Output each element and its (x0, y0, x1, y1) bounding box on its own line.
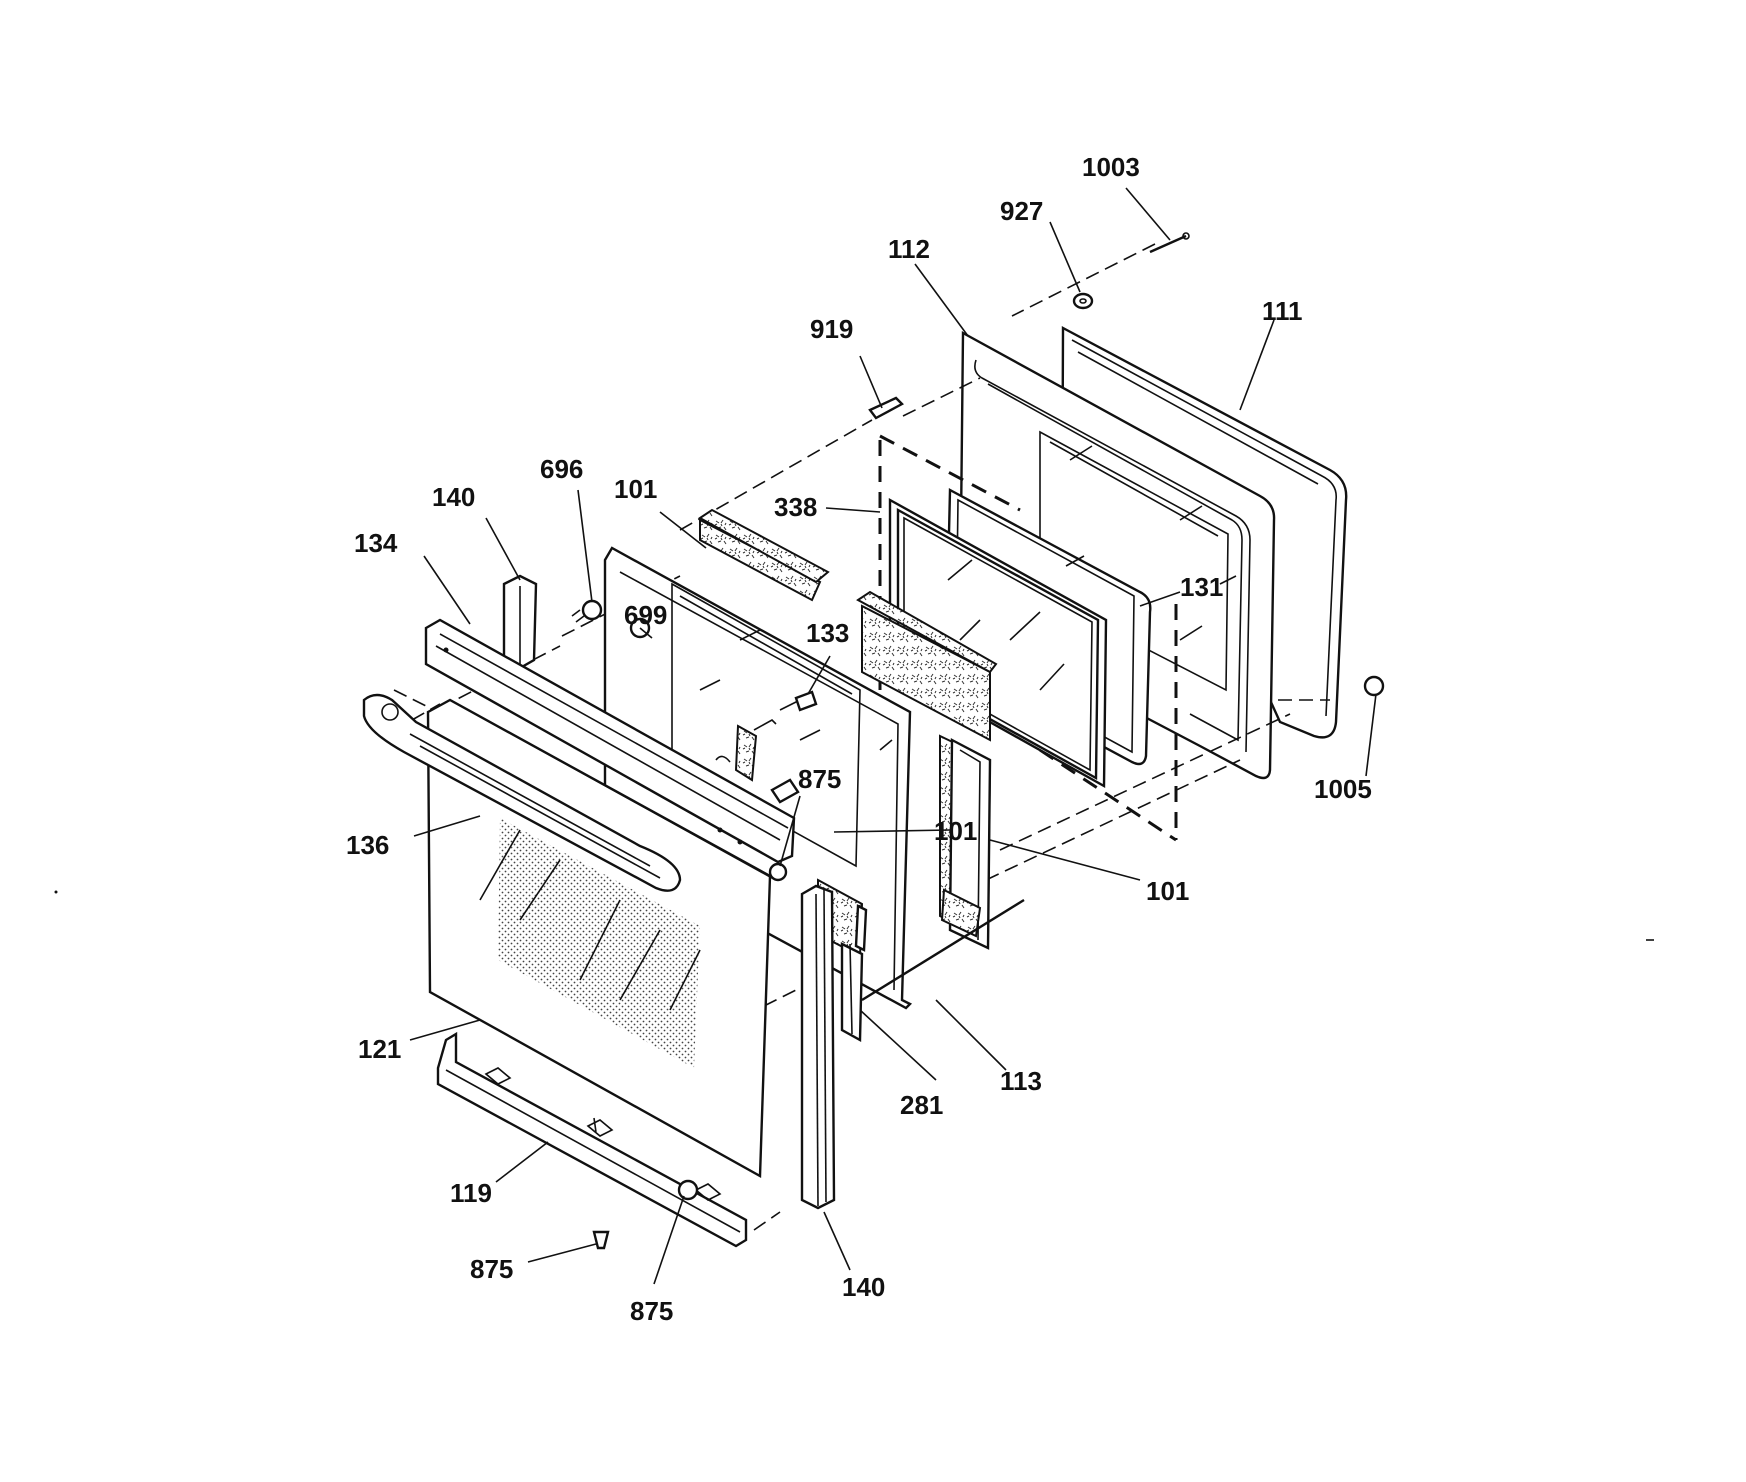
label-131: 131 (1180, 572, 1224, 602)
label-1003: 1003 (1082, 152, 1140, 182)
leader-lines (409, 187, 1377, 1285)
hinge-block (940, 738, 992, 950)
trim-strip-140-left (502, 574, 538, 670)
label-101-middle: 101 (934, 816, 978, 846)
label-338: 338 (774, 492, 818, 522)
label-696: 696 (540, 454, 584, 484)
label-1005: 1005 (1314, 774, 1372, 804)
label-121: 121 (358, 1034, 402, 1064)
inner-panel-112 (958, 330, 1276, 780)
label-875-center: 875 (798, 764, 842, 794)
label-281: 281 (900, 1090, 944, 1120)
label-875-bottom-middle: 875 (630, 1296, 674, 1326)
label-119: 119 (450, 1178, 492, 1208)
label-113: 113 (1000, 1066, 1042, 1096)
bottom-trim-119 (436, 1031, 748, 1248)
label-875-bottom-left: 875 (470, 1254, 514, 1284)
label-140-top: 140 (432, 482, 476, 512)
label-919: 919 (810, 314, 854, 344)
hinge-281 (840, 898, 1025, 1043)
label-101-top: 101 (614, 474, 658, 504)
trim-panel-134 (424, 618, 796, 864)
trim-strip-140-right (800, 884, 836, 1210)
label-134: 134 (354, 528, 398, 558)
label-927: 927 (1000, 196, 1044, 226)
label-140-bottom: 140 (842, 1272, 886, 1302)
label-111: 111 (1262, 296, 1303, 326)
outer-door-glass-121 (426, 698, 773, 1179)
label-136: 136 (346, 830, 390, 860)
label-699: 699 (624, 600, 668, 630)
fasteners (571, 232, 1385, 1250)
label-112: 112 (888, 234, 930, 264)
label-133: 133 (806, 618, 850, 648)
label-101-bottom: 101 (1146, 876, 1190, 906)
handle-136 (362, 693, 682, 892)
